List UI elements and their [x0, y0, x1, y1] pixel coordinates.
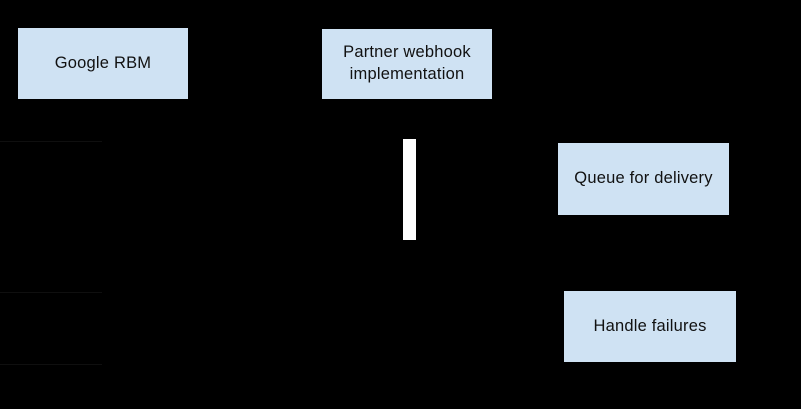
node-queue-for-delivery: Queue for delivery	[558, 143, 729, 215]
faint-diagram-line	[0, 141, 102, 142]
node-partner-webhook: Partner webhook implementation	[322, 29, 492, 99]
node-handle-failures-label: Handle failures	[593, 316, 707, 335]
faint-diagram-line	[0, 292, 102, 293]
node-partner-webhook-label: Partner webhook implementation	[343, 43, 471, 83]
node-handle-failures: Handle failures	[564, 291, 736, 362]
node-google-rbm-label: Google RBM	[54, 53, 152, 72]
lifeline-activation-bar	[403, 139, 416, 240]
node-queue-for-delivery-label: Queue for delivery	[574, 169, 713, 188]
faint-diagram-line	[0, 364, 102, 365]
node-google-rbm: Google RBM	[18, 28, 188, 99]
